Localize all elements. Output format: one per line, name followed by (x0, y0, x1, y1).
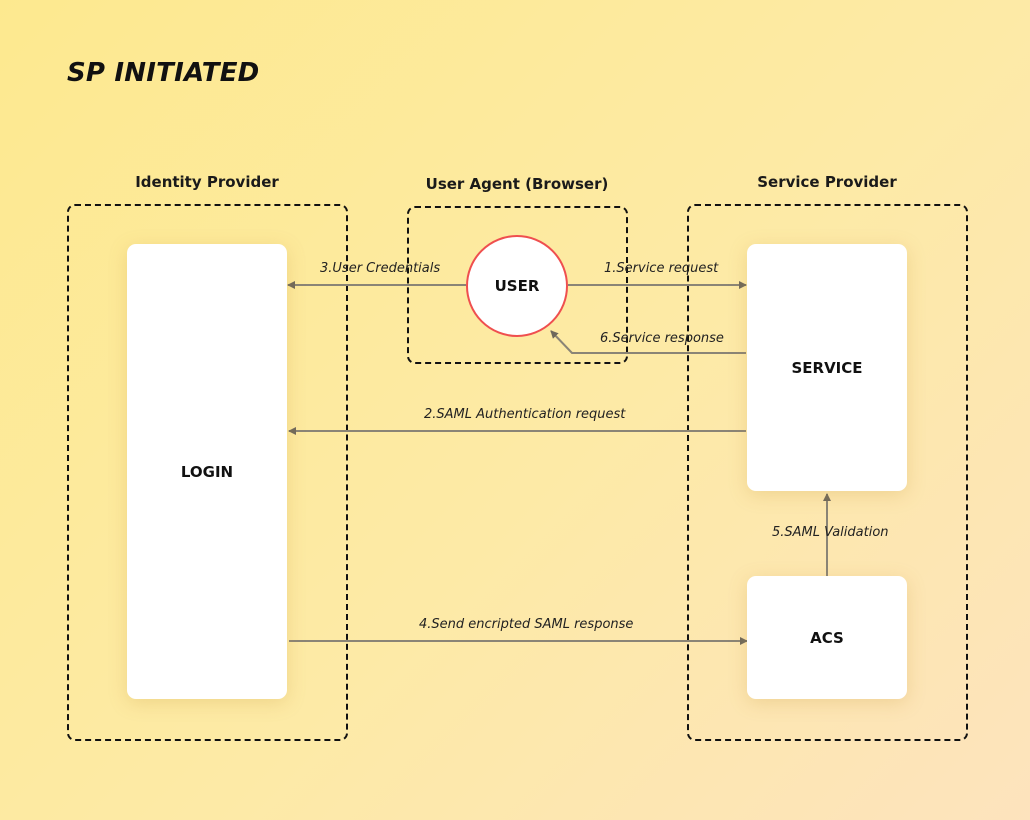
identity-provider-group (67, 204, 348, 741)
login-label: LOGIN (180, 462, 234, 481)
edge-label-saml-response: 4.Send encripted SAML response (419, 617, 634, 632)
login-node[interactable]: LOGIN (127, 244, 287, 699)
user-node[interactable]: USER (466, 235, 568, 337)
acs-label: ACS (810, 628, 844, 647)
group-label-service-provider: Service Provider (757, 173, 897, 191)
edge-label-saml-validation: 5.SAML Validation (772, 525, 889, 540)
service-label: SERVICE (791, 358, 863, 377)
group-label-user-agent: User Agent (Browser) (425, 175, 609, 193)
edge-label-saml-auth-request: 2.SAML Authentication request (424, 407, 626, 422)
user-label: USER (494, 277, 540, 295)
edge-label-service-response: 6.Service response (600, 331, 724, 346)
service-provider-group (687, 204, 968, 741)
group-label-identity-provider: Identity Provider (135, 173, 279, 191)
edge-label-user-credentials: 3.User Credentials (320, 261, 441, 276)
edge-label-service-request: 1.Service request (604, 261, 719, 276)
service-node[interactable]: SERVICE (747, 244, 907, 491)
edge-service-response (550, 330, 746, 354)
diagram-title: SP INITIATED (67, 58, 260, 88)
acs-node[interactable]: ACS (747, 576, 907, 699)
